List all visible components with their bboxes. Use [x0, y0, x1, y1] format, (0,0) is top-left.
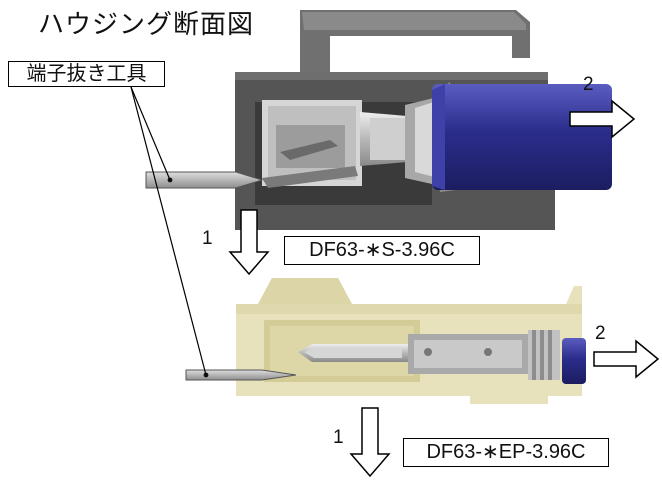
- lower-wire: [562, 338, 586, 384]
- upper-wire: [432, 84, 612, 190]
- upper-down-arrow: [228, 209, 270, 276]
- lower-part-number-label: DF63-∗EP-3.96C: [403, 438, 609, 467]
- step-2-lower: 2: [595, 323, 606, 344]
- step-1-lower: 1: [333, 427, 344, 448]
- upper-part-number-label: DF63-∗S-3.96C: [284, 236, 480, 265]
- step-2-upper: 2: [583, 74, 594, 95]
- step-1-upper: 1: [202, 228, 213, 249]
- diagram-title: ハウジング断面図: [38, 10, 255, 40]
- tool-leader-lines: [130, 86, 207, 376]
- lower-right-arrow: [593, 339, 660, 379]
- upper-right-arrow: [569, 99, 636, 139]
- removal-tool-upper: [145, 171, 264, 189]
- lower-down-arrow: [349, 407, 391, 478]
- lower-housing: [236, 278, 582, 404]
- removal-tool-lower: [185, 369, 297, 381]
- terminal-removal-tool-label: 端子抜き工具: [8, 61, 165, 87]
